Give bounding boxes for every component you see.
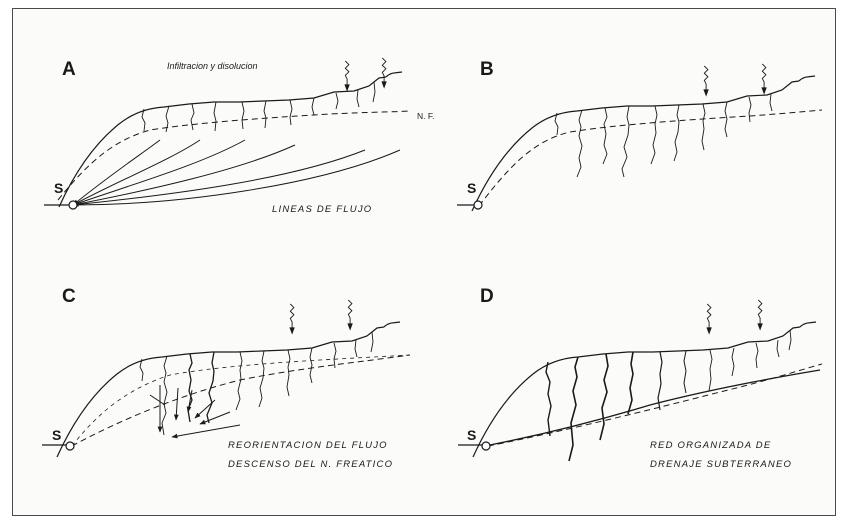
spring-label: S bbox=[54, 180, 63, 196]
water-table-descent-caption: DESCENSO DEL N. FREATICO bbox=[228, 459, 393, 470]
flow-lines bbox=[73, 140, 400, 205]
panel-c: C S REORIENTACION DEL FLUJO DESCENSO DEL… bbox=[42, 286, 410, 470]
spring-point bbox=[482, 442, 490, 450]
spring-label: S bbox=[467, 427, 476, 443]
panel-letter: C bbox=[62, 286, 76, 307]
rain-icon bbox=[347, 300, 352, 331]
panel-letter: A bbox=[62, 59, 76, 80]
hillside-profile bbox=[42, 322, 400, 457]
water-table-line bbox=[72, 355, 410, 446]
rain-icon bbox=[289, 304, 294, 335]
spring-point bbox=[474, 201, 482, 209]
panel-d: D S RED ORGANIZADA DE DRENAJE SUBTERRANE… bbox=[458, 286, 822, 470]
organized-network-caption: RED ORGANIZADA DE bbox=[650, 440, 771, 451]
hillside-profile bbox=[457, 76, 815, 211]
water-table-label: N. F. bbox=[417, 111, 434, 121]
panel-letter: B bbox=[480, 59, 494, 80]
infiltration-caption: Infiltracion y disolucion bbox=[167, 61, 258, 71]
panel-letter: D bbox=[480, 286, 494, 307]
hillside-profile bbox=[44, 72, 402, 207]
rain-icon bbox=[344, 61, 349, 92]
water-table-line bbox=[479, 110, 822, 206]
reorientation-caption: REORIENTACION DEL FLUJO bbox=[228, 440, 388, 451]
rain-icon bbox=[761, 64, 766, 95]
water-table-line bbox=[488, 364, 822, 446]
spring-label: S bbox=[467, 180, 476, 196]
panel-b: B S bbox=[457, 59, 822, 211]
water-table-line-old bbox=[72, 355, 410, 446]
rain-icon bbox=[757, 300, 762, 331]
rain-icon bbox=[381, 58, 386, 89]
spring-label: S bbox=[52, 427, 61, 443]
water-table-line bbox=[58, 111, 410, 200]
spring-point bbox=[69, 201, 77, 209]
panel-a: A Infiltracion y disolucion N. F. S LINE… bbox=[44, 58, 434, 215]
spring-point bbox=[66, 442, 74, 450]
main-conduit bbox=[490, 370, 820, 445]
flow-lines-caption: LINEAS DE FLUJO bbox=[272, 204, 372, 215]
rain-icon bbox=[703, 66, 708, 97]
drainage-caption: DRENAJE SUBTERRANEO bbox=[650, 459, 792, 470]
rain-icon bbox=[706, 304, 711, 335]
